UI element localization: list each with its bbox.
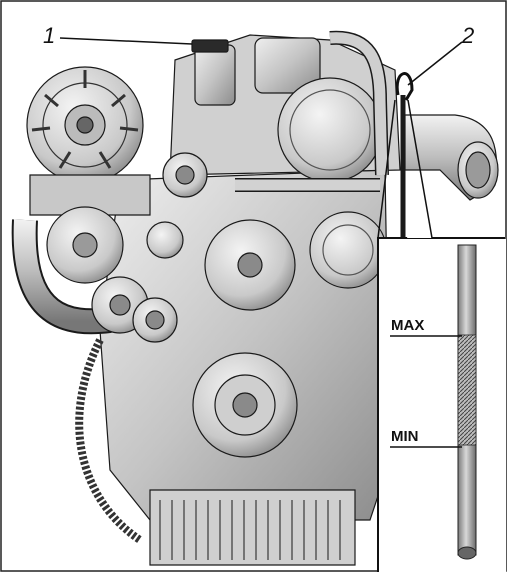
callout-1: 1	[43, 23, 193, 48]
oil-filler-cap	[191, 39, 229, 53]
min-label: MIN	[391, 428, 419, 445]
callout-2-number: 2	[461, 23, 474, 48]
alternator	[26, 66, 144, 184]
callout-2: 2	[407, 23, 474, 86]
dipstick-hatched-band	[457, 334, 477, 446]
oil-pan	[149, 489, 356, 566]
dipstick-handle	[395, 72, 414, 101]
pulley-group	[46, 152, 387, 343]
max-label: MAX	[391, 317, 424, 334]
callout-1-number: 1	[43, 23, 55, 48]
callout-2-leader	[407, 41, 463, 86]
dipstick-inset: MAX MIN	[377, 99, 506, 572]
callout-1-leader	[59, 37, 193, 45]
crankshaft-pulley	[192, 352, 298, 458]
